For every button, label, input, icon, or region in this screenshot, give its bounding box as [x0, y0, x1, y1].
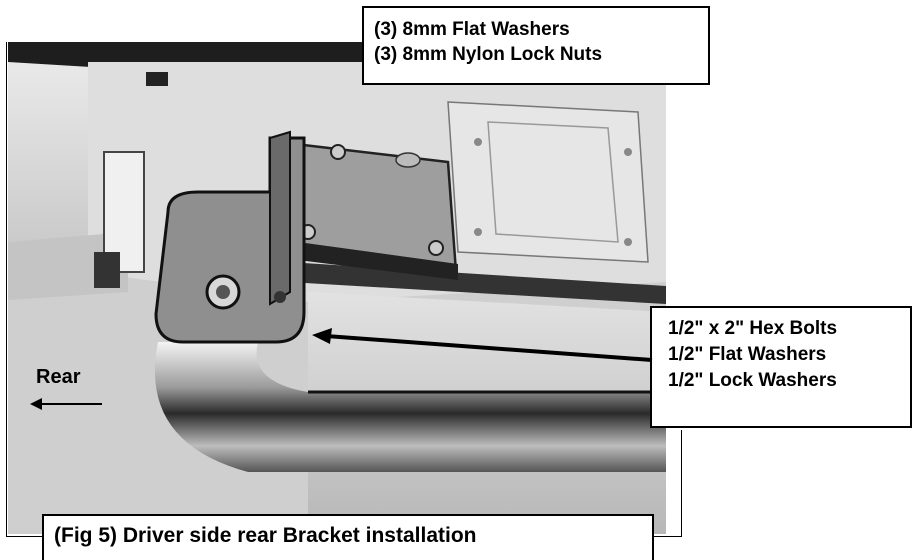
rear-direction-label: Rear — [36, 366, 81, 388]
callout-line: 1/2" Flat Washers — [668, 344, 827, 365]
figure-frame-right — [681, 430, 682, 536]
figure-frame-bottom-left — [6, 536, 44, 537]
callout-line: (3) 8mm Nylon Lock Nuts — [374, 44, 603, 65]
callout-line: (3) 8mm Flat Washers — [374, 19, 570, 40]
callout-line: 1/2" Lock Washers — [668, 370, 837, 391]
figure-frame-left — [6, 42, 7, 536]
bolts-washers-callout: 1/2" x 2" Hex Bolts 1/2" Flat Washers 1/… — [650, 306, 912, 428]
arrow-left-icon — [30, 398, 102, 410]
figure-caption: (Fig 5) Driver side rear Bracket install… — [42, 514, 654, 560]
pointer-arrow-icon — [312, 328, 653, 362]
washers-nuts-callout: (3) 8mm Flat Washers (3) 8mm Nylon Lock … — [362, 6, 710, 85]
figure-frame-bottom-right — [652, 536, 682, 537]
callout-line: 1/2" x 2" Hex Bolts — [668, 318, 838, 339]
caption-text: (Fig 5) Driver side rear Bracket install… — [54, 524, 477, 547]
bracket-photo — [8, 42, 666, 534]
